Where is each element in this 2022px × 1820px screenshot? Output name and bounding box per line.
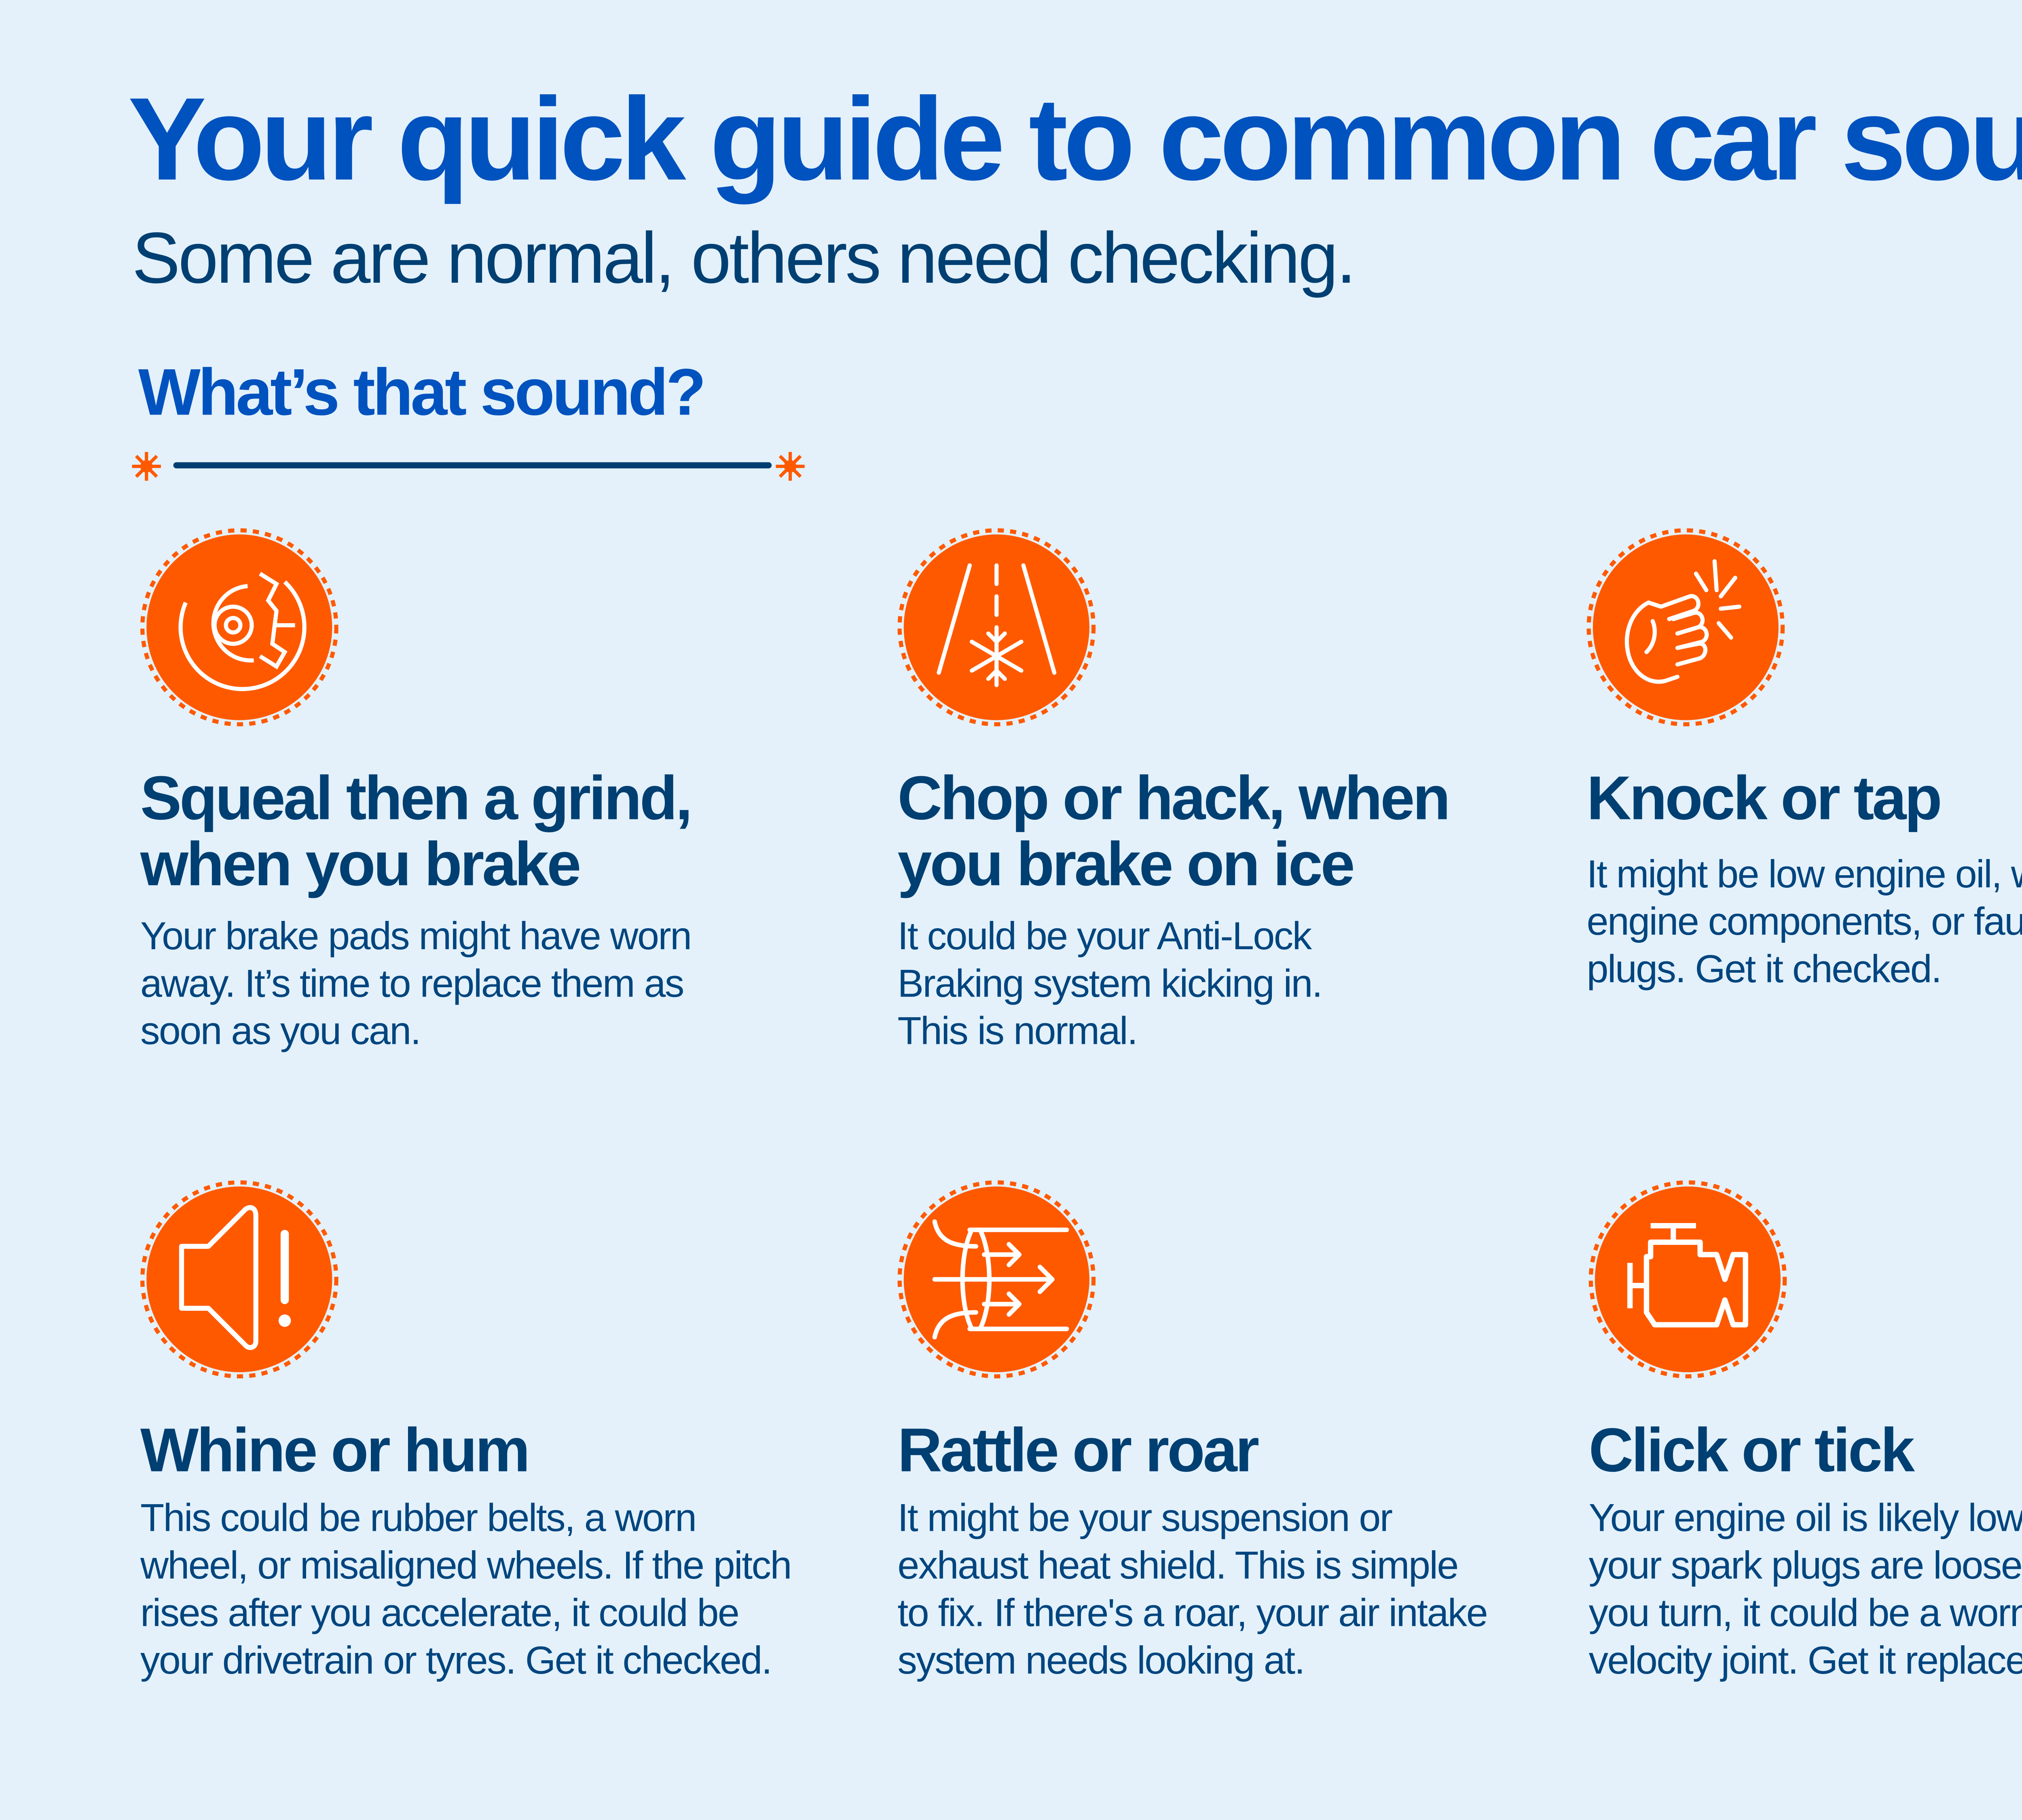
card-body: Your engine oil is likely low or dirty, …: [1588, 1498, 2022, 1684]
engine-warning-icon: [1588, 1180, 1787, 1379]
card-title: Click or tick: [1588, 1418, 1915, 1486]
card-title: Knock or tap: [1586, 765, 1942, 834]
brake-disc-icon: [140, 528, 338, 726]
card-body: It might be low engine oil, wornengine c…: [1586, 854, 2022, 993]
card-title: Squeal then a grind,when you brake: [140, 765, 693, 900]
card-title: Rattle or roar: [897, 1418, 1259, 1486]
section-divider: [173, 462, 772, 469]
section-heading: What’s that sound?: [138, 355, 706, 430]
speaker-warning-icon: [140, 1180, 338, 1379]
icy-road-snowflake-icon: [897, 528, 1096, 726]
card-title: Whine or hum: [140, 1418, 530, 1486]
page-subtitle: Some are normal, others need checking.: [132, 218, 1356, 299]
page-title: Your quick guide to common car sounds: [128, 74, 2022, 207]
knocking-fist-icon: [1586, 528, 1785, 726]
orange-burst-icon: [132, 452, 161, 481]
orange-burst-icon: [776, 452, 805, 481]
exhaust-airflow-icon: [897, 1180, 1096, 1379]
